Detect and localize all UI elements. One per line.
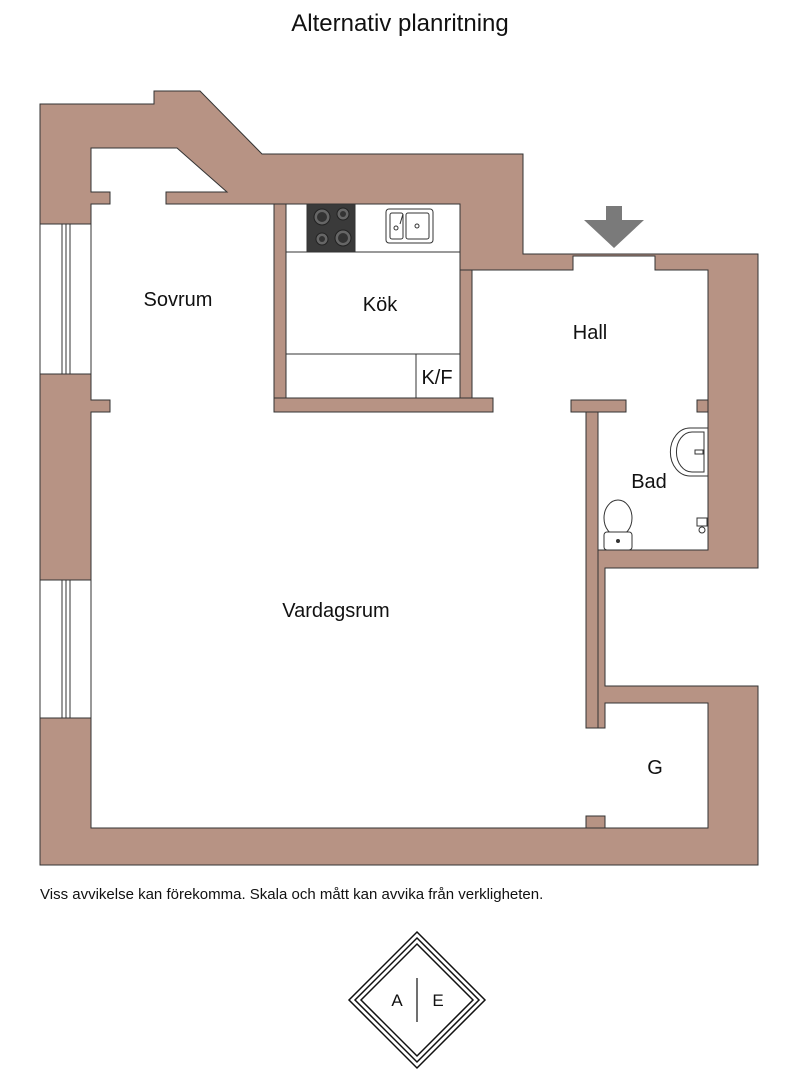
- kitchen-left-wall: [273, 203, 287, 413]
- plan-title: Alternativ planritning: [291, 10, 509, 37]
- logo-letter-right: E: [432, 991, 443, 1010]
- entrance-arrow-icon: [584, 206, 644, 248]
- window-icon: [39, 579, 92, 719]
- kitchen-right-wall: [459, 269, 473, 399]
- washbasin-icon: [669, 427, 709, 477]
- sink-icon: [385, 208, 434, 244]
- bath-top-wall: [570, 399, 627, 413]
- windows: [39, 223, 92, 719]
- floor-plan: Sovrum Kök Hall K/F Bad Vardagsrum G: [39, 90, 759, 866]
- bath-left-wall: [585, 411, 599, 729]
- room-label-bad: Bad: [631, 471, 667, 493]
- toilet-icon: [603, 499, 633, 551]
- room-label-vardagsrum: Vardagsrum: [282, 600, 389, 622]
- disclaimer-text: Viss avvikelse kan förekomma. Skala och …: [40, 886, 544, 903]
- logo-letter-left: A: [391, 991, 403, 1010]
- room-label-g: G: [647, 757, 663, 779]
- stove-icon: [306, 203, 356, 253]
- window-icon: [39, 223, 92, 375]
- company-logo: A E: [347, 930, 487, 1070]
- kitchen-lower-counter: [285, 353, 461, 399]
- g-bottom-stub: [585, 815, 606, 829]
- room-label-hall: Hall: [573, 322, 607, 344]
- bath-right-wall-stub: [696, 399, 709, 413]
- room-label-sovrum: Sovrum: [144, 289, 213, 311]
- shower-tap-icon: [696, 517, 708, 534]
- room-label-kf: K/F: [421, 367, 452, 389]
- kitchen-bottom-wall: [273, 397, 494, 413]
- room-label-kok: Kök: [363, 294, 398, 316]
